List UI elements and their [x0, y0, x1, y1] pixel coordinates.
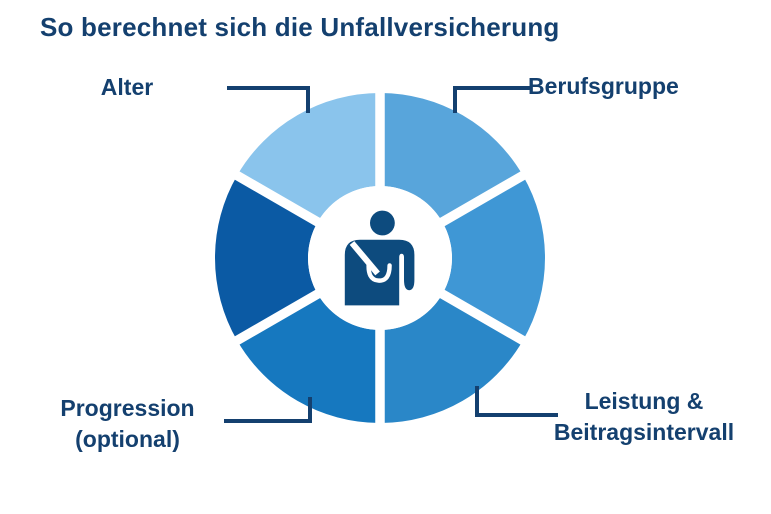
donut-segment-top-left: [237, 93, 380, 222]
connector-lines: [224, 86, 558, 423]
segment-divider: [227, 282, 333, 349]
donut-segments: [215, 93, 545, 423]
person-head: [370, 210, 395, 236]
segment-label-line2: (optional): [75, 426, 180, 452]
segment-label-line1: Leistung &: [584, 388, 704, 414]
segment-label-text: Alter: [100, 74, 154, 100]
connector-progression: [224, 397, 312, 423]
injured-person-arm-sling-icon: [344, 210, 415, 306]
connector-berufsgruppe: [453, 86, 530, 113]
segment-label-progression: Progression (optional): [30, 393, 225, 455]
segment-label-line2: Beitragsintervall: [553, 419, 735, 445]
segment-label-leistung: Leistung & Beitragsintervall: [528, 386, 760, 448]
sling-strap: [349, 241, 380, 276]
donut-segment-right: [442, 175, 545, 341]
segment-label-berufsgruppe: Berufsgruppe: [528, 71, 758, 102]
segment-divider: [427, 282, 533, 349]
page-title: So berechnet sich die Unfallversicherung: [40, 12, 560, 42]
segment-dividers: [227, 85, 533, 431]
segment-label-line1: Progression: [60, 395, 195, 421]
donut-segment-left: [215, 175, 318, 341]
sling-pouch: [366, 260, 392, 283]
donut-segment-top-right: [380, 93, 523, 222]
segment-label-text: Berufsgruppe: [528, 73, 679, 99]
donut-segment-bottom-left: [237, 294, 380, 423]
connector-leistung: [475, 386, 558, 417]
donut-segment-bottom-right: [380, 294, 523, 423]
segment-label-alter: Alter: [62, 72, 192, 103]
connector-alter: [227, 86, 310, 113]
segment-divider: [427, 167, 533, 234]
segment-divider: [227, 167, 333, 234]
